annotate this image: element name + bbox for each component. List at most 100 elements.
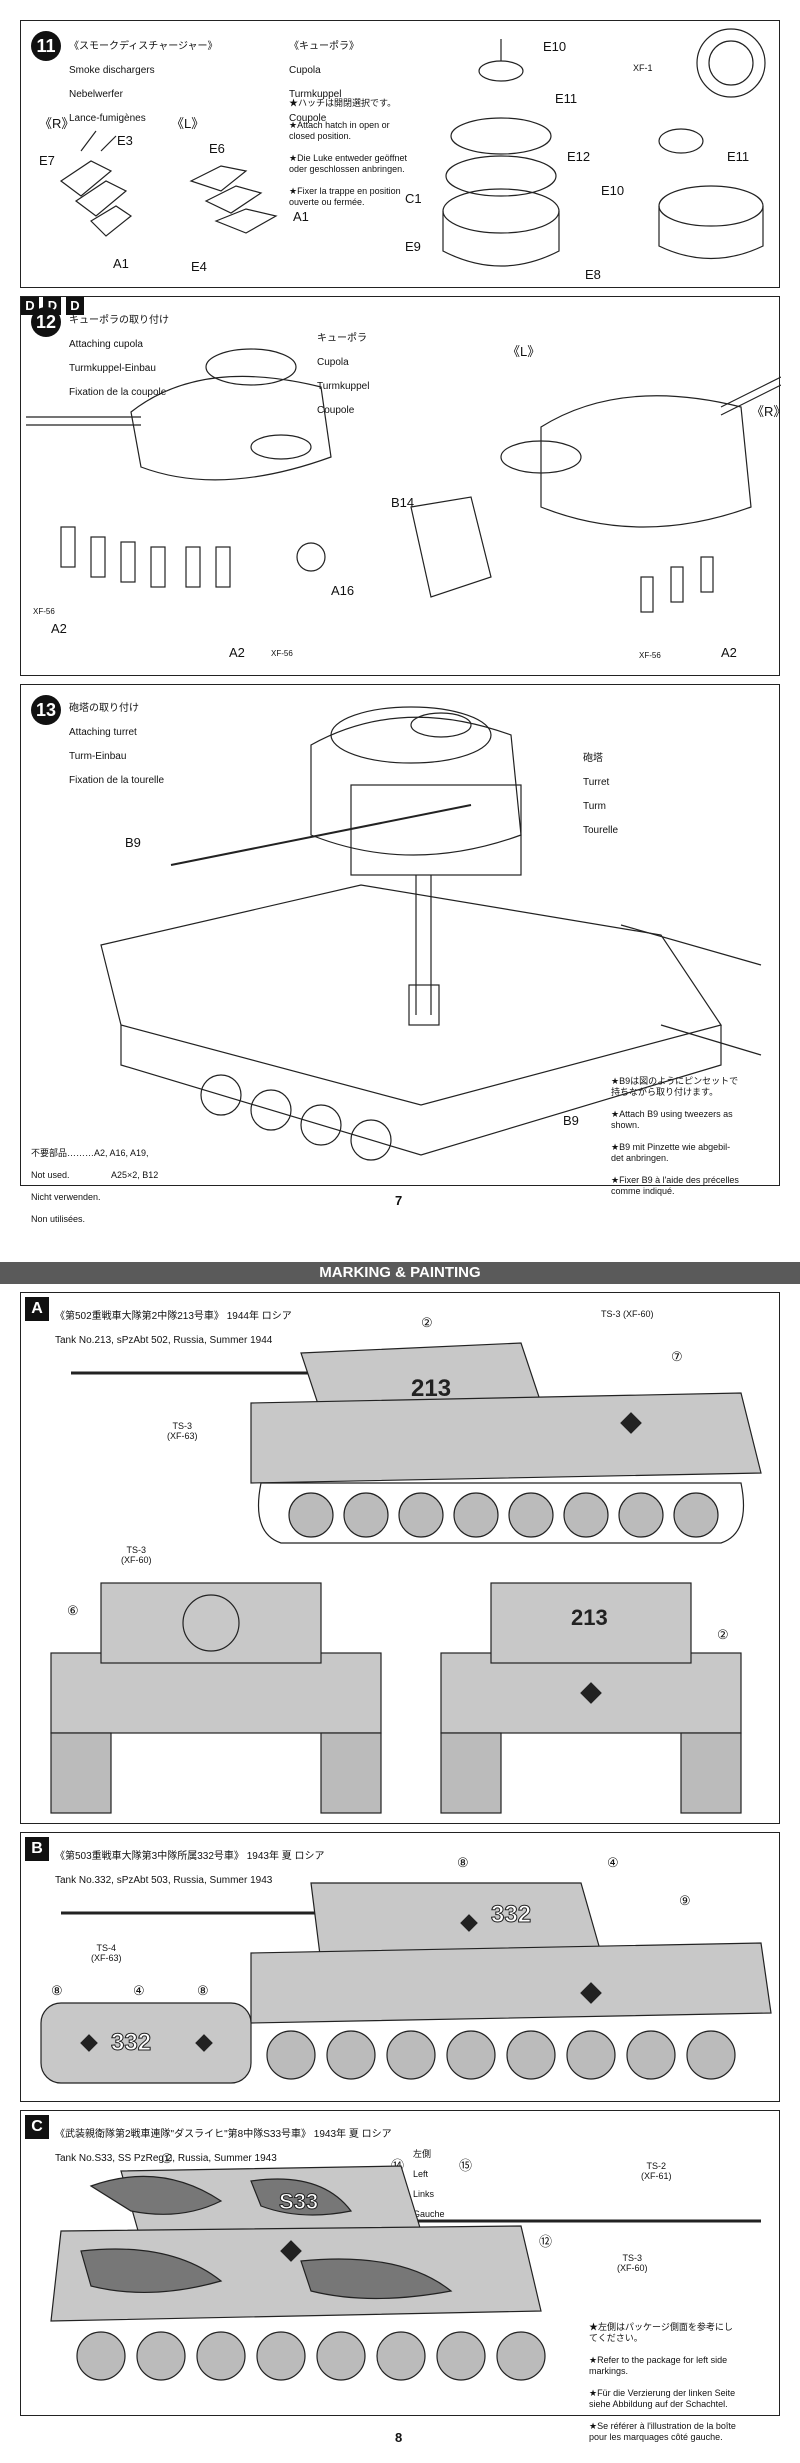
part-e6: E6 [209,141,225,156]
note-en: ★Attach hatch in open or closed position… [289,120,390,141]
cupola-jp: 《キューポラ》 [289,41,359,52]
scheme-c-drawing [50,2165,761,2381]
left-side-label: 左側 Left Links Gauche [413,2139,445,2229]
decal-callout: ② [421,1315,433,1330]
decal-callout: ② [717,1627,729,1642]
turret-number-rear: 213 [571,1605,608,1630]
turret-number-rear: 332 [110,2029,152,2057]
paint-xf56: XF-56 [33,607,55,616]
decal-callout: ⑧ [197,1983,209,1998]
decal-callout: ④ [133,1983,145,1998]
note-de: ★Für die Verzierung der linken Seite sie… [589,2388,736,2409]
turret-jp: 砲塔 [583,753,603,764]
decal-callout: ⑫ [539,2234,553,2249]
decal-callout: ⑦ [671,1349,683,1364]
part-a1: A1 [113,256,129,271]
step-11-panel: 11 《スモークディスチャージャー》 Smoke dischargers Neb… [20,20,780,288]
part-e10: E10 [543,39,567,54]
part-a1: A1 [293,209,309,224]
cupola-en: Cupola [317,357,349,368]
decal-callout: ⑥ [67,1603,79,1618]
note-de: ★Die Luke entweder geöffnet oder geschlo… [289,153,407,174]
side-r-label: 《R》 [751,404,787,419]
left-fr: Gauche [413,2209,445,2219]
step-12-drawing [26,348,781,613]
paint-callout: TS-3 (XF-60) [601,1309,654,1319]
title-de: Turmkuppel-Einbau [69,363,156,374]
hatch-note: ★ハッチは開閉選択です。 ★Attach hatch in open or cl… [289,87,407,219]
title-en: Attaching cupola [69,339,143,350]
note-jp: ★ハッチは開閉選択です。 [289,98,397,108]
paint-callout: TS-3 (XF-60) [121,1545,152,1565]
unused-parts: 不要部品………A2, A16, A19, A25×2, B12 Not used… [31,1137,158,1236]
unused-de: Nicht verwenden. [31,1192,101,1202]
paint-callout: TS-2 (XF-61) [641,2161,672,2181]
title-jp: 《武装親衛隊第2戦車連隊"ダスライヒ"第8中隊S33号車》 1943年 夏 ロシ… [55,2129,392,2140]
step-title: キューポラの取り付け Attaching cupola Turmkuppel-E… [69,303,169,411]
part-e11: E11 [555,91,578,106]
paint-xf56: XF-56 [639,651,661,660]
unused-parts-cont: A25×2, B12 [111,1170,159,1180]
side-r-label: 《R》 [39,116,75,131]
note-fr: ★Se référer à l'illustration de la boîte… [589,2421,736,2442]
unused-fr: Non utilisées. [31,1214,86,1224]
part-b14: B14 [391,495,415,510]
title-en: Attaching turret [69,727,137,738]
title-de: Turm-Einbau [69,751,127,762]
turret-de: Turm [583,801,606,812]
part-e9: E9 [405,239,421,254]
decal-callout: ⑮ [459,2158,473,2173]
cupola-jp: キューポラ [317,333,367,344]
title-jp: 《第503重戦車大隊第3中隊所属332号車》 1943年 夏 ロシア [55,1851,325,1862]
turret-caption: 砲塔 Turret Turm Tourelle [583,741,618,849]
decal-callout: ⑨ [679,1893,691,1908]
step-number: 13 [31,695,61,725]
part-e11: E11 [727,149,750,164]
part-c1: C1 [405,191,422,206]
part-e7: E7 [39,153,55,168]
part-e8: E8 [585,267,601,282]
part-a2: A2 [229,645,245,660]
side-l-label: 《L》 [171,116,205,131]
cupola-caption: 《キューポラ》 Cupola Turmkuppel Coupole [289,29,359,137]
title-de: Nebelwerfer [69,89,123,100]
title-jp: キューポラの取り付け [69,315,169,326]
part-a16: A16 [331,583,355,598]
scheme-title: 《第503重戦車大隊第3中隊所属332号車》 1943年 夏 ロシア Tank … [55,1839,325,1899]
left-side-note: ★左側はパッケージ側面を参考にし てください。 ★Refer to the pa… [589,2311,736,2454]
scheme-a-drawing [50,1342,762,1814]
note-jp: ★B9は図のようにピンセットで 持ちながら取り付けます。 [611,1076,739,1097]
page-number: 8 [395,2430,403,2445]
scheme-title: 《第502重戦車大隊第2中隊213号車》 1944年 ロシア Tank No.2… [55,1299,292,1359]
title-en: Tank No.332, sPzAbt 503, Russia, Summer … [55,1875,273,1886]
left-de: Links [413,2189,435,2199]
step-title: 《スモークディスチャージャー》 Smoke dischargers Nebelw… [69,29,218,137]
page-number: 7 [395,1193,403,1208]
cupola-de: Turmkuppel [289,89,342,100]
title-jp: 《第502重戦車大隊第2中隊213号車》 1944年 ロシア [55,1311,292,1322]
cupola-de: Turmkuppel [317,381,370,392]
marking-header: MARKING & PAINTING [0,1262,800,1284]
title-fr: Lance-fumigènes [69,113,146,124]
decal-callout: ⑧ [457,1855,469,1870]
b9-note: ★B9は図のようにピンセットで 持ちながら取り付けます。 ★Attach B9 … [611,1065,739,1208]
paint-callout: TS-3 (XF-60) [617,2253,648,2273]
part-e3: E3 [117,133,133,148]
scheme-tag: C [25,2115,49,2139]
step-13-panel: 13 砲塔の取り付け Attaching turret Turm-Einbau … [20,684,780,1224]
title-fr: Fixation de la coupole [69,387,167,398]
side-l-label: 《L》 [507,344,541,359]
part-a2: A2 [721,645,737,660]
turret-fr: Tourelle [583,825,619,836]
turret-number: S33 [278,2189,319,2215]
left-jp: 左側 [413,2149,432,2159]
title-en: Tank No.S33, SS PzReg 2, Russia, Summer … [55,2153,277,2164]
decal-callout: ④ [607,1855,619,1870]
decal-callout: ① [161,2151,173,2166]
title-en: Smoke dischargers [69,65,155,76]
part-a2: A2 [51,621,67,636]
title-jp: 《スモークディスチャージャー》 [69,41,218,52]
scheme-b-drawing [40,1882,772,2084]
decal-callout: ⑧ [51,1983,63,1998]
scheme-tag: B [25,1837,49,1861]
